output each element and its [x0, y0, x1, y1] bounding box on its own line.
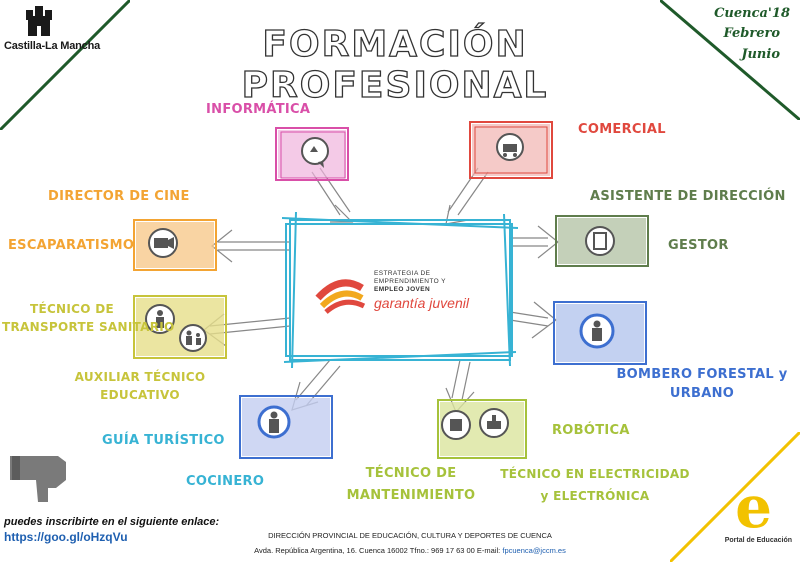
footer-email-link[interactable]: fpcuenca@jccm.es — [502, 546, 566, 555]
robot-icon — [441, 410, 471, 440]
label-informatica: INFORMÁTICA — [206, 102, 311, 117]
shopping-cart-icon — [496, 133, 524, 161]
footer-address-text: Avda. República Argentina, 16. Cuenca 16… — [254, 546, 501, 555]
label-robotica: ROBÓTICA — [552, 423, 630, 438]
corner-decoration-top-right — [660, 0, 800, 120]
label-comercial: COMERCIAL — [578, 122, 666, 137]
tools-icon — [479, 408, 509, 438]
label-guia-turistico: GUÍA TURÍSTICO — [102, 433, 225, 448]
page-title: FORMACIÓN PROFESIONAL — [241, 23, 549, 106]
document-icon — [585, 226, 615, 256]
label-asistente-direccion: ASISTENTE DE DIRECCIÓN — [590, 189, 786, 204]
footer-address-line: Avda. República Argentina, 16. Cuenca 16… — [200, 546, 620, 555]
pointing-hand-icon — [10, 456, 66, 502]
label-bombero-1: BOMBERO FORESTAL y — [616, 367, 788, 382]
label-electricidad-2: y ELECTRÓNICA — [540, 489, 650, 503]
label-gestor: GESTOR — [668, 238, 729, 253]
label-director-cine: DIRECTOR DE CINE — [48, 189, 190, 204]
date-month-end: Junio — [741, 47, 780, 62]
date-city: Cuenca'18 — [714, 6, 790, 21]
center-text-2: EMPRENDIMIENTO Y — [374, 278, 446, 285]
label-cocinero: COCINERO — [186, 474, 265, 489]
center-frame — [282, 212, 518, 368]
label-transporte-1: TÉCNICO DE — [29, 302, 115, 316]
brand-name: Castilla-La Mancha — [4, 40, 101, 52]
label-escaparatismo: ESCAPARATISMO — [8, 238, 135, 253]
label-auxiliar-2: EDUCATIVO — [100, 388, 180, 402]
label-auxiliar-1: AUXILIAR TÉCNICO — [74, 370, 206, 384]
center-text-3: EMPLEO JOVEN — [374, 286, 431, 293]
garantia-juvenil-logo-icon — [315, 279, 366, 314]
tour-guide-icon — [257, 405, 291, 439]
date-month-start: Febrero — [723, 26, 780, 41]
corner-decoration-bottom-right — [670, 432, 800, 562]
label-mantenimiento-2: MANTENIMIENTO — [346, 488, 476, 503]
portal-logo-icon: e — [735, 473, 772, 541]
firefighter-icon — [579, 313, 615, 349]
label-mantenimiento-1: TÉCNICO DE — [365, 466, 457, 481]
footer-address-title: DIRECCIÓN PROVINCIAL DE EDUCACIÓN, CULTU… — [268, 531, 552, 540]
signup-text: puedes inscribirte en el siguiente enlac… — [4, 516, 220, 528]
center-text-1: ESTRATEGIA DE — [374, 270, 431, 277]
teacher-icon — [179, 324, 207, 352]
portal-label: Portal de Educación — [724, 537, 792, 544]
medic-icon — [145, 304, 175, 334]
garantia-juvenil-brand: garantía juvenil — [374, 295, 469, 311]
label-bombero-2: URBANO — [669, 386, 735, 401]
castle-logo-icon — [26, 6, 52, 36]
touch-screen-icon — [301, 137, 329, 168]
label-transporte-2: TRANSPORTE SANITARIO — [2, 320, 175, 334]
label-electricidad-1: TÉCNICO EN ELECTRICIDAD — [500, 467, 690, 481]
camera-icon — [148, 228, 178, 258]
signup-link[interactable]: https://goo.gl/oHzqVu — [4, 530, 128, 544]
